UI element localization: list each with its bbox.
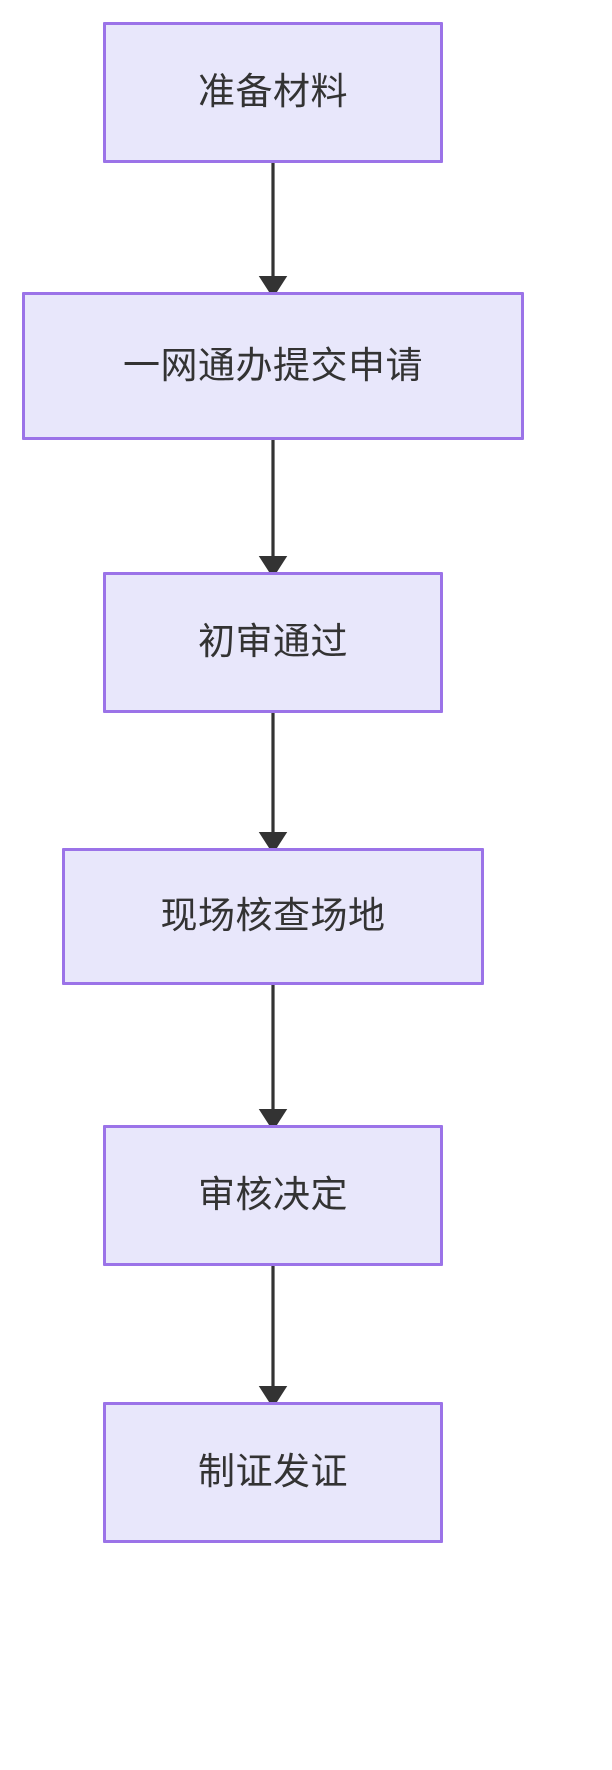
flow-node-label: 一网通办提交申请 — [123, 344, 423, 386]
flow-node-onsite-venue-inspection[interactable]: 现场核查场地 — [62, 848, 484, 985]
flow-node-review-decision[interactable]: 审核决定 — [103, 1125, 443, 1266]
flow-node-label: 现场核查场地 — [160, 895, 386, 937]
flow-node-initial-review-passed[interactable]: 初审通过 — [103, 572, 443, 713]
flow-node-submit-application[interactable]: 一网通办提交申请 — [22, 292, 524, 440]
flow-node-prepare-materials[interactable]: 准备材料 — [103, 22, 443, 163]
flow-node-label: 准备材料 — [198, 71, 348, 113]
flow-node-label: 审核决定 — [198, 1174, 348, 1216]
flow-node-issue-certificate[interactable]: 制证发证 — [103, 1402, 443, 1543]
flow-node-label: 制证发证 — [198, 1451, 348, 1493]
flow-node-label: 初审通过 — [198, 621, 348, 663]
